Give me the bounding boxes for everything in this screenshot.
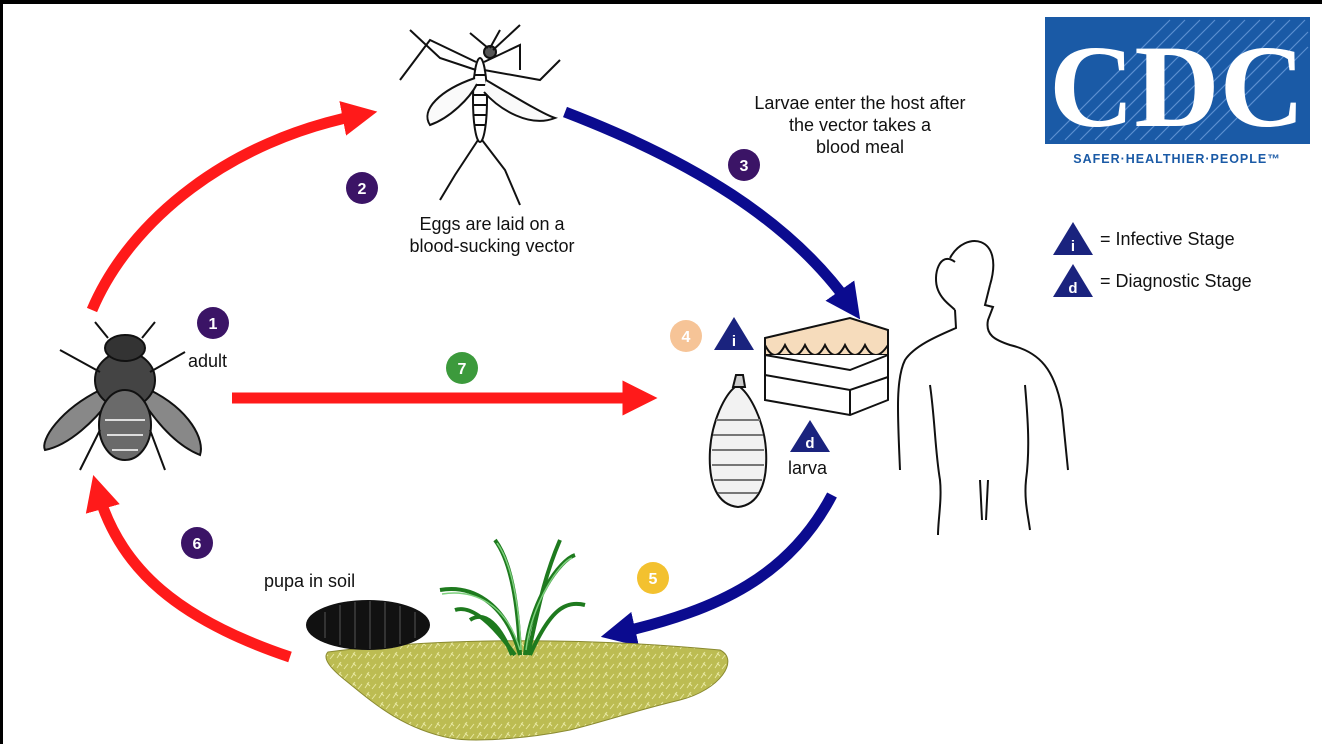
arrow-step6 (98, 492, 290, 657)
eggs-caption-line1: Eggs are laid on a (372, 213, 612, 235)
larva-illustration (710, 375, 767, 507)
svg-text:i: i (1071, 238, 1075, 255)
step-badge-6: 6 (181, 527, 213, 559)
diagnostic-stage-marker: d (790, 420, 830, 452)
arrow-step2 (92, 115, 360, 310)
step-badge-1: 1 (197, 307, 229, 339)
legend-diagnostic-text: = Diagnostic Stage (1100, 270, 1252, 292)
legend-diagnostic-icon: d (1053, 264, 1093, 297)
step-number: 3 (740, 158, 749, 175)
svg-text:i: i (732, 333, 736, 350)
legend-infective-icon: i (1053, 222, 1093, 255)
larvae-caption-line3: blood meal (700, 136, 1020, 158)
step-number: 5 (649, 571, 658, 588)
larvae-caption-line1: Larvae enter the host after (700, 92, 1020, 114)
larvae-caption-line2: the vector takes a (700, 114, 1020, 136)
human-silhouette (898, 241, 1068, 535)
svg-text:d: d (805, 435, 814, 452)
larva-label: larva (788, 457, 827, 479)
svg-text:d: d (1068, 280, 1077, 297)
step-badge-7: 7 (446, 352, 478, 384)
step-number: 1 (209, 316, 218, 333)
legend-infective-text: = Infective Stage (1100, 228, 1235, 250)
larvae-caption: Larvae enter the host after the vector t… (700, 92, 1020, 158)
cdc-logo: CDC SAFER·HEALTHIER·PEOPLE™ (1045, 17, 1310, 169)
adult-fly-illustration (44, 322, 201, 470)
step-number: 7 (458, 361, 467, 378)
eggs-caption: Eggs are laid on a blood-sucking vector (372, 213, 612, 257)
step-badge-5: 5 (637, 562, 669, 594)
step-number: 6 (193, 536, 202, 553)
infective-stage-marker: i (714, 317, 754, 350)
step-number: 2 (358, 181, 367, 198)
step-badge-4: 4 (670, 320, 702, 352)
eggs-caption-line2: blood-sucking vector (372, 235, 612, 257)
mosquito-illustration (400, 25, 560, 205)
step-number: 4 (682, 329, 691, 346)
pupa-label: pupa in soil (264, 570, 355, 592)
skin-tissue-illustration (765, 318, 888, 415)
adult-label: adult (188, 350, 227, 372)
cdc-logo-tagline: SAFER·HEALTHIER·PEOPLE™ (1073, 152, 1281, 166)
step-badge-2: 2 (346, 172, 378, 204)
pupa-illustration (306, 600, 430, 650)
cdc-logo-letters: CDC (1049, 21, 1305, 152)
